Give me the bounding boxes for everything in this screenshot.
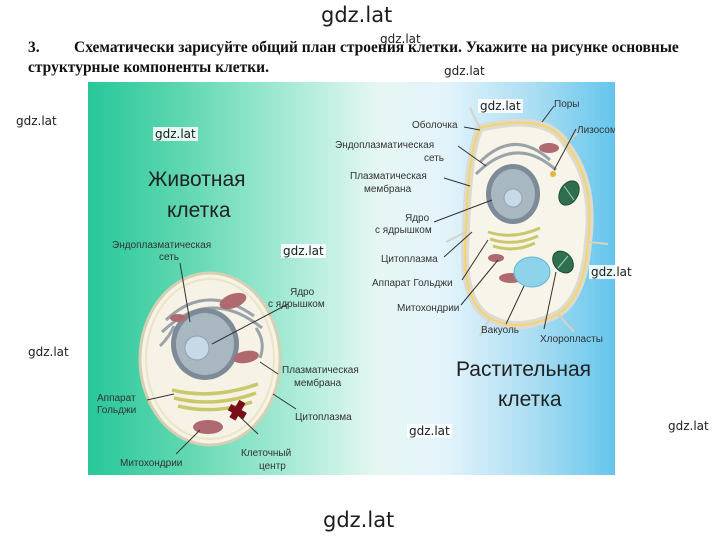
- watermark: gdz.lat: [442, 64, 487, 78]
- animal-label-golgi-2: Гольджи: [97, 405, 136, 416]
- animal-title-2: клетка: [167, 199, 231, 222]
- watermark: gdz.lat: [378, 32, 423, 46]
- plant-lysosome: [550, 171, 556, 177]
- animal-er: [158, 298, 264, 359]
- animal-label-nucleus: Ядро: [290, 287, 315, 298]
- animal-label-membrane: Плазматическая: [282, 365, 359, 376]
- watermark: gdz.lat: [478, 99, 523, 113]
- animal-label-er: Эндоплазматическая: [112, 240, 211, 251]
- animal-label-membrane-2: мембрана: [294, 377, 342, 389]
- plant-label-nucleus: Ядро: [405, 213, 430, 224]
- watermark: gdz.lat: [26, 345, 71, 359]
- watermark-bottom: gdz.lat: [321, 508, 397, 532]
- plant-vacuole: [513, 256, 551, 288]
- watermark: gdz.lat: [14, 114, 59, 128]
- plant-label-mito: Митохондрии: [397, 303, 459, 314]
- plant-cell: Поры Оболочка Лизосомы Эндоплазматическа…: [335, 99, 615, 411]
- watermark-top: gdz.lat: [319, 3, 395, 27]
- task-number: 3.: [28, 39, 40, 56]
- plant-title-1: Растительная: [456, 358, 591, 381]
- plant-label-wall: Оболочка: [412, 119, 458, 131]
- animal-title-1: Животная: [148, 168, 246, 191]
- animal-nucleolus: [184, 335, 210, 361]
- plant-label-vacuole: Вакуоль: [481, 325, 519, 336]
- plant-label-membrane-2: мембрана: [364, 183, 412, 195]
- plant-label-membrane: Плазматическая: [350, 171, 427, 182]
- watermark: gdz.lat: [589, 265, 634, 279]
- plant-golgi: [487, 226, 541, 251]
- animal-label-er-2: сеть: [159, 252, 179, 263]
- animal-label-cytoplasm: Цитоплазма: [295, 412, 352, 423]
- plant-label-cytoplasm: Цитоплазма: [381, 254, 438, 265]
- plant-label-er-2: сеть: [424, 153, 444, 164]
- task-text: 3.Схематически зарисуйте общий план стро…: [28, 38, 708, 78]
- watermark: gdz.lat: [281, 244, 326, 258]
- animal-membrane-inner: [145, 278, 275, 440]
- animal-leader-lines: [146, 262, 297, 455]
- plant-label-er: Эндоплазматическая: [335, 140, 434, 151]
- plant-er: [474, 143, 558, 176]
- animal-label-nucleus-2: с ядрышком: [268, 299, 325, 310]
- watermark: gdz.lat: [666, 419, 711, 433]
- plant-label-chloroplasts: Хлоропласты: [540, 334, 603, 345]
- watermark: gdz.lat: [153, 127, 198, 141]
- plant-nucleolus: [503, 188, 523, 208]
- plant-leader-lines: [433, 105, 577, 330]
- watermark: gdz.lat: [407, 424, 452, 438]
- plant-label-lysosomes: Лизосомы: [577, 125, 615, 136]
- plant-label-nucleus-2: с ядрышком: [375, 225, 432, 236]
- cell-diagram-svg: Животная клетка Эндоплазматическая сеть …: [97, 99, 615, 472]
- task-body: Схематически зарисуйте общий план строен…: [28, 39, 679, 76]
- animal-label-centre-2: центр: [259, 461, 286, 472]
- cell-diagram: Животная клетка Эндоплазматическая сеть …: [88, 82, 634, 475]
- plant-label-golgi: Аппарат Гольджи: [372, 278, 453, 289]
- animal-label-mito: Митохондрии: [120, 458, 182, 469]
- plant-title-2: клетка: [498, 388, 562, 411]
- animal-label-centre: Клеточный: [241, 448, 291, 459]
- animal-cell-centre: [227, 399, 247, 421]
- animal-cell: Животная клетка Эндоплазматическая сеть …: [97, 168, 359, 472]
- animal-mitochondria: [170, 292, 259, 434]
- plant-label-pores: Поры: [554, 99, 580, 110]
- animal-label-golgi: Аппарат: [97, 393, 136, 404]
- plant-chloroplasts: [552, 180, 580, 274]
- plant-wall-spikes: [445, 107, 609, 337]
